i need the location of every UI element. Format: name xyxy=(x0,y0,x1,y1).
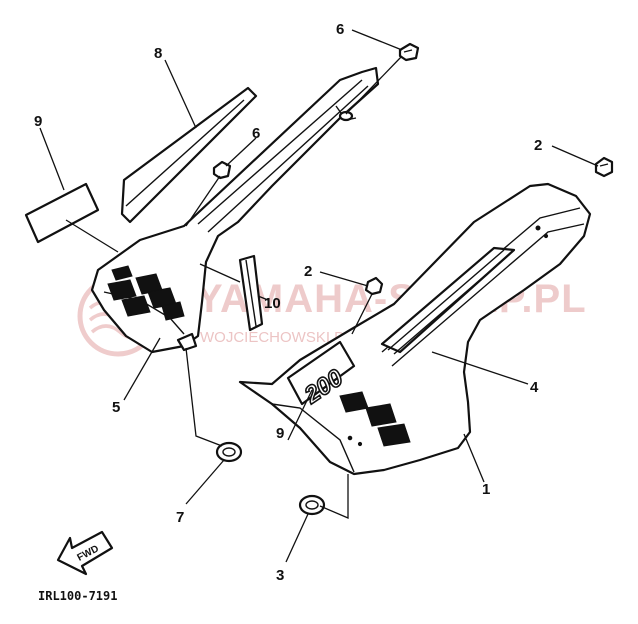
callout-8: 8 xyxy=(154,45,162,62)
callout-2-right: 2 xyxy=(534,137,542,154)
fwd-arrow-icon: FWD xyxy=(56,530,114,576)
callout-6-top: 6 xyxy=(336,21,344,38)
callout-1: 1 xyxy=(482,481,490,498)
part-9-emblem-left xyxy=(24,182,100,244)
part-5-upper-side-cover xyxy=(90,66,380,354)
callout-5: 5 xyxy=(112,399,120,416)
part-6-bolt-top xyxy=(398,42,420,62)
callout-3: 3 xyxy=(276,567,284,584)
callout-2-center: 2 xyxy=(304,263,312,280)
callout-4: 4 xyxy=(530,379,539,396)
callout-6-mid: 6 xyxy=(252,125,260,142)
part-2-bolt-right xyxy=(594,156,614,178)
callout-7: 7 xyxy=(176,509,184,526)
part-10-rubber-strip xyxy=(238,254,264,332)
part-1-main-side-cover xyxy=(238,182,592,476)
part-7-grommet xyxy=(215,441,243,463)
callout-labels: 6 8 6 9 2 2 10 4 5 9 1 7 3 xyxy=(34,21,542,584)
diagram-part-code: IRL100-7191 xyxy=(38,589,117,603)
callout-9-left: 9 xyxy=(34,113,42,130)
callout-9-right: 9 xyxy=(276,425,284,442)
callout-10: 10 xyxy=(264,295,281,312)
leader-lines xyxy=(39,29,599,563)
part-8-side-strip xyxy=(120,86,258,224)
part-2-bolt-center xyxy=(364,276,384,296)
part-3-grommet xyxy=(298,494,326,516)
